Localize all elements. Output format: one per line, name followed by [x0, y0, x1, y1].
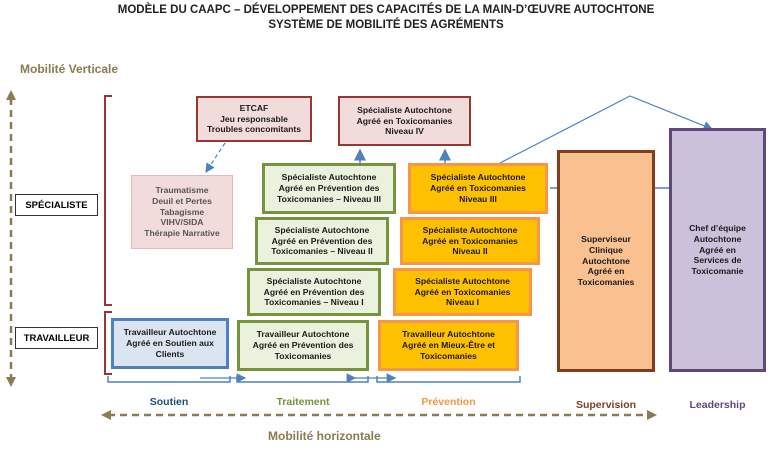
box-travailleur-soutien: Travailleur Autochtone Agréé en Soutien …	[111, 318, 229, 369]
box-prevention-niveau-i: Spécialiste Autochtone Agréé en Préventi…	[247, 268, 381, 316]
traitement-bracket	[236, 376, 369, 383]
box-prevention-niveau-iii: Spécialiste Autochtone Agréé en Préventi…	[262, 163, 396, 214]
travailleur-bracket	[104, 311, 112, 375]
box-traumatisme: Traumatisme Deuil et Pertes Tabagisme VI…	[131, 175, 233, 249]
category-leadership: Leadership	[689, 399, 746, 411]
box-tox-niveau-iv: Spécialiste Autochtone Agréé en Toxicoma…	[338, 96, 471, 146]
title-line-2: SYSTÈME DE MOBILITÉ DES AGRÉMENTS	[268, 19, 504, 31]
category-prevention: Prévention	[421, 396, 476, 408]
box-travailleur-prevention: Travailleur Autochtone Agréé en Préventi…	[237, 320, 369, 371]
box-superviseur-clinique: Superviseur Clinique Autochtone Agréé en…	[557, 150, 655, 372]
box-chef-equipe: Chef d’équipe Autochtone Agréé en Servic…	[669, 128, 766, 372]
arrow-etcaf-trauma	[205, 142, 226, 174]
category-traitement: Traitement	[276, 396, 330, 408]
soutien-bracket	[107, 376, 231, 383]
horizontal-axis-arrow-right	[647, 410, 657, 420]
specialiste-bracket	[104, 95, 112, 306]
category-soutien: Soutien	[149, 396, 189, 408]
vertical-mobility-label: Mobilité Verticale	[20, 62, 119, 76]
box-etcaf: ETCAF Jeu responsable Troubles concomita…	[196, 96, 312, 142]
category-supervision: Supervision	[575, 399, 637, 411]
vertical-axis-arrow-up	[6, 90, 16, 100]
horizontal-mobility-label: Mobilité horizontale	[268, 429, 381, 443]
level-travailleur: TRAVAILLEUR	[15, 327, 98, 349]
arrow-tox-iii-leadership	[499, 95, 714, 164]
horizontal-axis-arrow-left	[101, 410, 111, 420]
box-travailleur-mieux-etre: Travailleur Autochtone Agréé en Mieux-Êt…	[378, 320, 519, 371]
box-tox-niveau-iii: Spécialiste Autochtone Agréé en Toxicoma…	[408, 163, 548, 214]
box-prevention-niveau-ii: Spécialiste Autochtone Agréé en Préventi…	[255, 217, 389, 265]
box-tox-niveau-i: Spécialiste Autochtone Agréé en Toxicoma…	[393, 268, 532, 316]
title-line-1: MODÈLE DU CAAPC – DÉVELOPPEMENT DES CAPA…	[117, 4, 655, 16]
vertical-axis-arrow-down	[6, 377, 16, 387]
level-specialiste: SPÉCIALISTE	[15, 194, 98, 216]
prevention-bracket	[376, 376, 521, 383]
box-tox-niveau-ii: Spécialiste Autochtone Agréé en Toxicoma…	[400, 217, 540, 265]
